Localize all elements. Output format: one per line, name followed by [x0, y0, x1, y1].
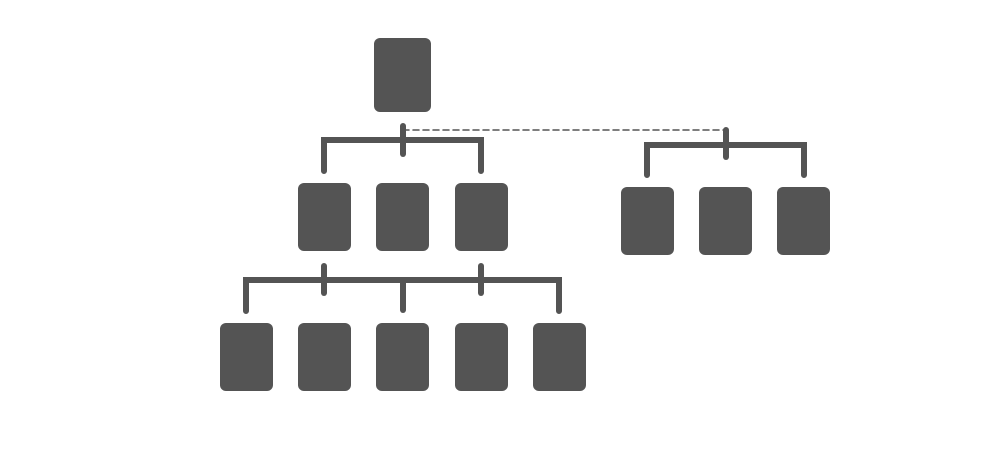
nodes: [220, 38, 830, 391]
connector-level3-bracket: [243, 277, 562, 314]
node-side-group-right: [777, 187, 830, 255]
node-level3-5: [533, 323, 586, 391]
node-level2-left: [298, 183, 351, 251]
node-level3-1: [220, 323, 273, 391]
connector-side-group-bracket: [644, 142, 807, 178]
node-root: [374, 38, 431, 112]
node-level2-center: [376, 183, 429, 251]
connector-root-bracket: [321, 137, 484, 174]
node-level3-4: [455, 323, 508, 391]
node-side-group-left: [621, 187, 674, 255]
node-side-group-center: [699, 187, 752, 255]
node-level3-2: [298, 323, 351, 391]
node-level3-3: [376, 323, 429, 391]
node-level2-right: [455, 183, 508, 251]
connectors: [243, 123, 807, 314]
